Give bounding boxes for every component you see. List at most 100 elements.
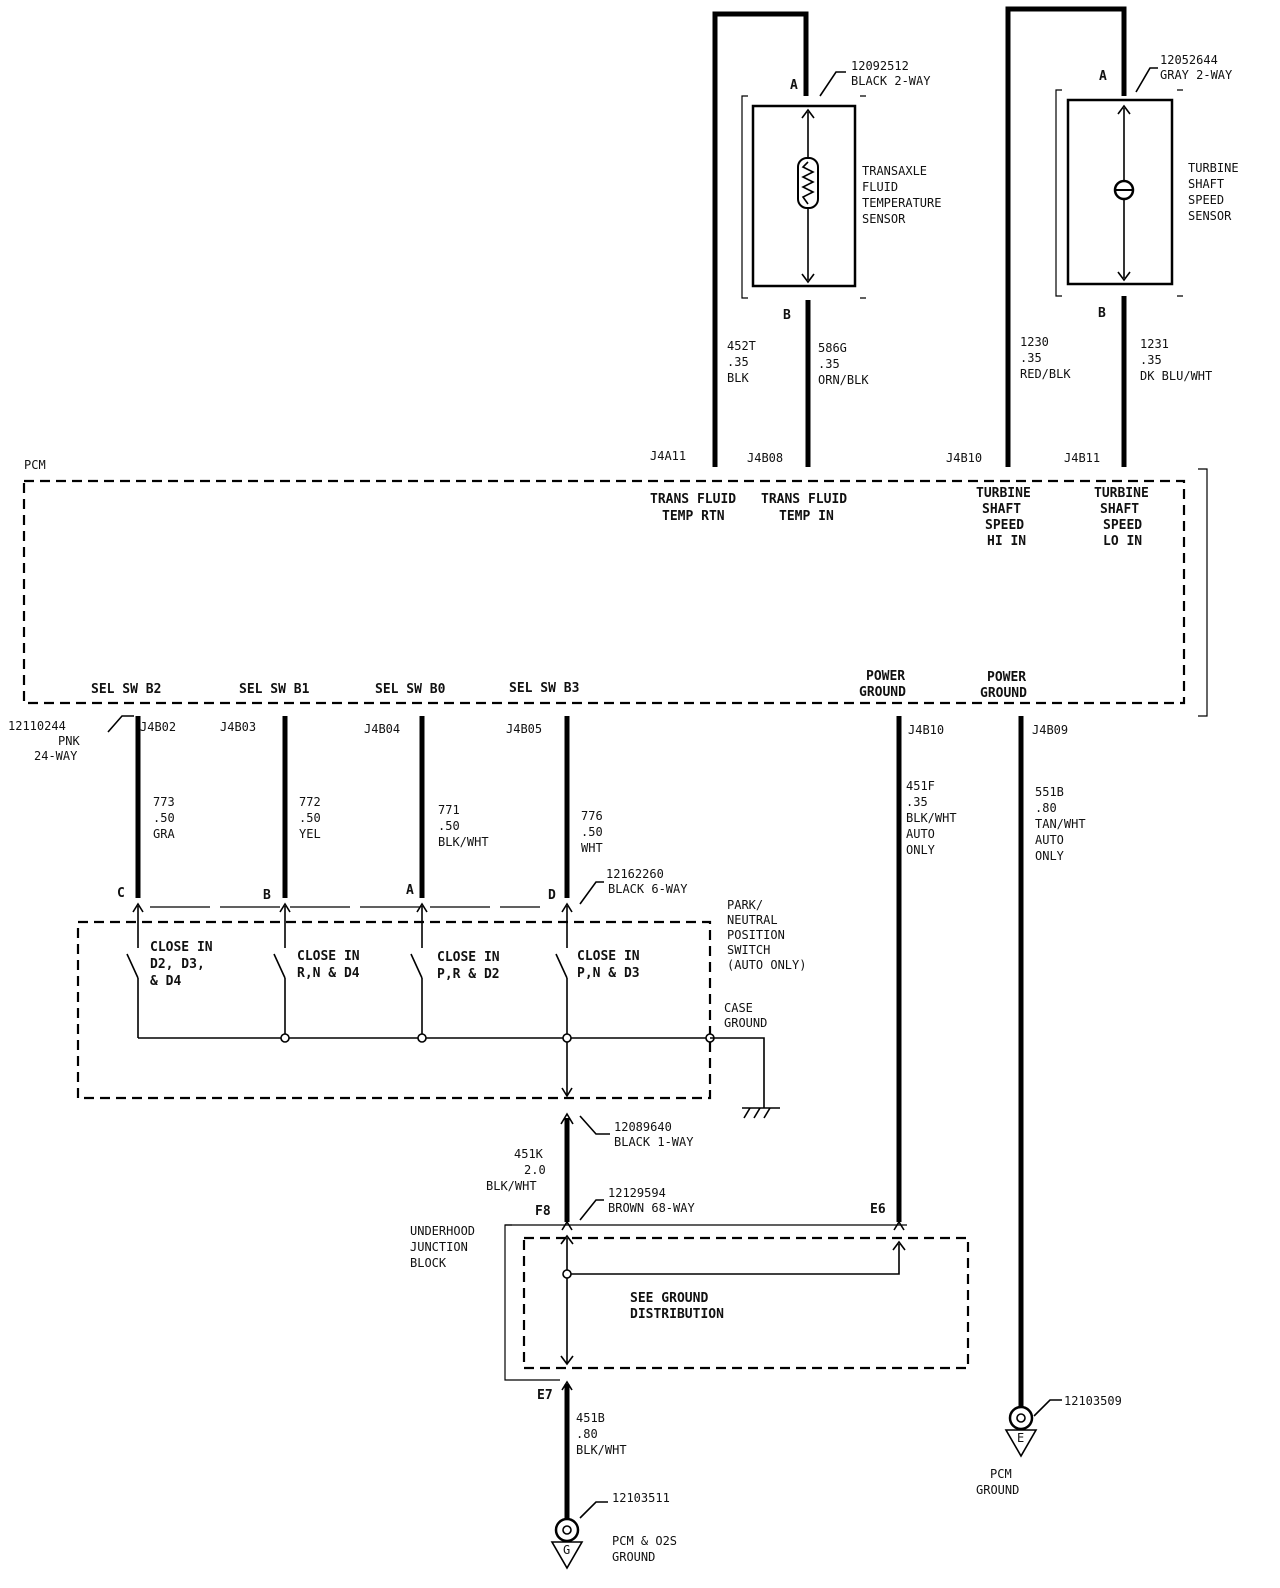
switch-contact — [273, 902, 291, 1038]
switch-pin: D — [548, 888, 556, 903]
wire-452t — [712, 11, 809, 467]
pcm-pin: J4B05 — [506, 722, 542, 736]
case-ground-label: CASE — [724, 1001, 753, 1015]
chassis-ground-icon — [710, 1037, 780, 1119]
tss-name-3: SPEED — [1188, 193, 1224, 207]
switch-pin: C — [117, 886, 125, 901]
wire-label: BLK — [727, 371, 749, 385]
pcm-connector-desc: 24-WAY — [34, 749, 78, 763]
ground-label: GROUND — [612, 1550, 655, 1564]
wire-label: TAN/WHT — [1035, 817, 1086, 831]
tss-connector: GRAY 2-WAY — [1160, 68, 1233, 82]
ground-label: GROUND — [976, 1483, 1019, 1497]
pcm-func: TEMP IN — [779, 509, 834, 524]
pcm-func: SPEED — [985, 518, 1024, 533]
tft-name-3: TEMPERATURE — [862, 196, 941, 210]
pcm-func: SEL SW B2 — [91, 682, 161, 697]
contact-label: R,N & D4 — [297, 966, 360, 981]
pcm-func: TRANS FLUID — [761, 492, 847, 507]
wire-label: WHT — [581, 841, 603, 855]
pcm-func: TURBINE — [976, 486, 1031, 501]
pcm-pin: J4B11 — [1064, 451, 1100, 465]
tss-pin-a: A — [1099, 69, 1107, 84]
pcm-func: TEMP RTN — [662, 509, 725, 524]
wire-label: AUTO — [906, 827, 935, 841]
pcm-pin: J4B10 — [908, 723, 944, 737]
contact-label: P,N & D3 — [577, 966, 640, 981]
tss-name-1: TURBINE — [1188, 161, 1239, 175]
ujb-pin: F8 — [535, 1204, 551, 1219]
contact-label: CLOSE IN — [437, 950, 500, 965]
pnp-switch-outline — [76, 920, 712, 1100]
wire-label: .35 — [1140, 353, 1162, 367]
tft-pin-b: B — [783, 308, 791, 323]
wire-label: RED/BLK — [1020, 367, 1071, 381]
ground-e: E 12103509 PCM GROUND — [976, 1394, 1122, 1497]
ground-letter: G — [563, 1543, 570, 1557]
pnp-switch: 12162260 BLACK 6-WAY PARK/ NEUTRAL POSIT… — [76, 867, 806, 1119]
conn-1way-part: 12089640 — [614, 1120, 672, 1134]
tss-name-4: SENSOR — [1188, 209, 1232, 223]
pnp-name: SWITCH — [727, 943, 770, 957]
tft-name-1: TRANSAXLE — [862, 164, 927, 178]
pcm-func: SEL SW B3 — [509, 681, 579, 696]
pcm-func: SHAFT — [1100, 502, 1139, 517]
pcm-func: TRANS FLUID — [650, 492, 736, 507]
tft-part: 12092512 — [851, 59, 909, 73]
pcm-pin: J4B08 — [747, 451, 783, 465]
pcm-func: SEL SW B1 — [239, 682, 310, 697]
wire-label: .50 — [299, 811, 321, 825]
wire-label: GRA — [153, 827, 175, 841]
contact-label: CLOSE IN — [577, 949, 640, 964]
pcm-func: LO IN — [1103, 534, 1142, 549]
ujb-label: BLOCK — [410, 1256, 447, 1270]
ground-triangle-icon — [550, 1541, 584, 1570]
tft-name-2: FLUID — [862, 180, 898, 194]
wire-label: .50 — [153, 811, 175, 825]
wire-label: 772 — [299, 795, 321, 809]
wire-label: BLK/WHT — [486, 1179, 537, 1193]
wire-label: 451F — [906, 779, 935, 793]
wire-label: .35 — [1020, 351, 1042, 365]
lower-section: 12089640 BLACK 1-WAY 451K 2.0 BLK/WHT J4… — [410, 716, 1122, 1570]
pcm-pin: J4A11 — [650, 449, 686, 463]
tft-sensor: 12092512 BLACK 2-WAY A B TRANSAXLE FLUID… — [712, 11, 941, 467]
wire-label: 586G — [818, 341, 847, 355]
thermistor-icon — [797, 157, 819, 209]
ujb-conn-desc: BROWN 68-WAY — [608, 1201, 695, 1215]
pcm-func: SEL SW B0 — [375, 682, 446, 697]
switch-pin: A — [406, 883, 414, 898]
pcm-func: SHAFT — [982, 502, 1021, 517]
wire-label: .80 — [576, 1427, 598, 1441]
pcm-connector-desc: PNK — [58, 734, 80, 748]
contact-label: CLOSE IN — [297, 949, 360, 964]
ujb-pin: E7 — [537, 1388, 553, 1403]
ujb-outline — [522, 1236, 970, 1370]
wire-label: 771 — [438, 803, 460, 817]
pnp-name: (AUTO ONLY) — [727, 958, 806, 972]
wire-label: 776 — [581, 809, 603, 823]
contact-label: P,R & D2 — [437, 967, 500, 982]
ground-label: PCM — [990, 1467, 1012, 1481]
pcm-func: POWER — [987, 670, 1026, 685]
switch-contact — [555, 902, 573, 1098]
contact-label: CLOSE IN — [150, 940, 213, 955]
ground-label: PCM & O2S — [612, 1534, 677, 1548]
ring-terminal-icon — [1008, 1405, 1034, 1431]
tss-pin-b: B — [1098, 306, 1106, 321]
pcm-func: POWER — [866, 669, 905, 684]
wire-label: 452T — [727, 339, 756, 353]
wire-1230 — [1005, 6, 1127, 467]
switch-pin: B — [263, 888, 271, 903]
pnp-name: PARK/ — [727, 898, 763, 912]
wire-label: BLK/WHT — [438, 835, 489, 849]
ground-part: 12103509 — [1064, 1394, 1122, 1408]
ground-triangle-icon — [1004, 1429, 1038, 1458]
pnp-connector: BLACK 6-WAY — [608, 882, 688, 896]
pcm-func: SPEED — [1103, 518, 1142, 533]
wire-label: .50 — [438, 819, 460, 833]
ujb-label: JUNCTION — [410, 1240, 468, 1254]
wire-label: .35 — [906, 795, 928, 809]
wire-label: 551B — [1035, 785, 1064, 799]
ujb-content: DISTRIBUTION — [630, 1307, 724, 1322]
